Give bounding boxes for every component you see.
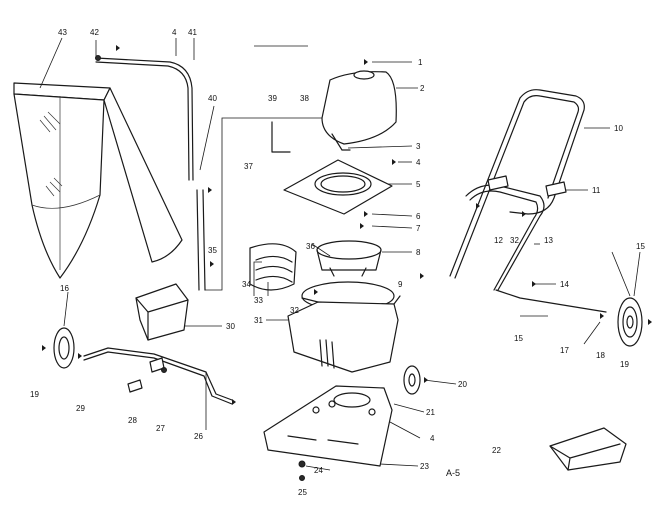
callout-4-top: 4 bbox=[172, 28, 177, 37]
callout-17: 17 bbox=[560, 346, 569, 355]
callout-19-left: 19 bbox=[30, 390, 39, 399]
callout-36: 36 bbox=[306, 242, 315, 251]
cutter-disc bbox=[316, 240, 382, 277]
callout-31: 31 bbox=[254, 316, 263, 325]
discharge-chute bbox=[135, 283, 189, 341]
bracket bbox=[271, 121, 291, 153]
callout-28: 28 bbox=[128, 416, 137, 425]
callout-42: 42 bbox=[90, 28, 99, 37]
callout-30: 30 bbox=[226, 322, 235, 331]
callout-15: 15 bbox=[514, 334, 523, 343]
callout-4: 4 bbox=[416, 158, 421, 167]
callout-19-right: 19 bbox=[620, 360, 629, 369]
callout-40: 40 bbox=[208, 94, 217, 103]
callout-37: 37 bbox=[244, 162, 253, 171]
impeller bbox=[249, 243, 297, 291]
hopper-cover bbox=[321, 70, 397, 151]
wheel-center bbox=[403, 365, 421, 395]
callout-1: 1 bbox=[418, 58, 423, 67]
callout-33: 33 bbox=[254, 296, 263, 305]
callout-labels: 1 2 3 4 5 6 7 8 9 10 11 12 32 13 14 15 1… bbox=[30, 28, 645, 497]
callout-34: 34 bbox=[242, 280, 251, 289]
callout-4-lower: 4 bbox=[430, 434, 435, 443]
callout-27: 27 bbox=[156, 424, 165, 433]
callout-41: 41 bbox=[188, 28, 197, 37]
callout-15-top: 15 bbox=[636, 242, 645, 251]
callout-16-left: 16 bbox=[60, 284, 69, 293]
callout-14: 14 bbox=[560, 280, 569, 289]
callout-22: 22 bbox=[492, 446, 501, 455]
callout-13: 13 bbox=[544, 236, 553, 245]
hardware-fasteners bbox=[42, 45, 652, 481]
callout-29: 29 bbox=[76, 404, 85, 413]
callout-5: 5 bbox=[416, 180, 421, 189]
callout-8: 8 bbox=[416, 248, 421, 257]
rear-axle bbox=[495, 289, 607, 313]
page-code: A-5 bbox=[446, 468, 460, 478]
callout-6: 6 bbox=[416, 212, 421, 221]
callout-35: 35 bbox=[208, 246, 217, 255]
callout-23: 23 bbox=[420, 462, 429, 471]
callout-20: 20 bbox=[458, 380, 467, 389]
wheel-left bbox=[53, 327, 75, 369]
leader-lines bbox=[39, 37, 641, 471]
callout-11: 11 bbox=[592, 186, 601, 195]
callout-32-handle: 32 bbox=[510, 236, 519, 245]
callout-3: 3 bbox=[416, 142, 421, 151]
callout-39: 39 bbox=[268, 94, 277, 103]
callout-38: 38 bbox=[300, 94, 309, 103]
callout-18: 18 bbox=[596, 351, 605, 360]
wheel-right bbox=[617, 297, 643, 347]
axle-bracket bbox=[127, 379, 143, 393]
base-deck bbox=[263, 385, 393, 467]
callout-24: 24 bbox=[314, 466, 323, 475]
callout-9: 9 bbox=[398, 280, 403, 289]
frame-tube bbox=[196, 117, 322, 291]
callout-10: 10 bbox=[614, 124, 623, 133]
handle-assembly bbox=[449, 89, 585, 291]
callout-43: 43 bbox=[58, 28, 67, 37]
collection-bag bbox=[13, 82, 183, 279]
callout-12: 12 bbox=[494, 236, 503, 245]
callout-32-housing: 32 bbox=[290, 306, 299, 315]
callout-26: 26 bbox=[194, 432, 203, 441]
deflector bbox=[549, 427, 627, 471]
callout-25: 25 bbox=[298, 488, 307, 497]
callout-7: 7 bbox=[416, 224, 421, 233]
front-axle bbox=[83, 347, 233, 401]
main-housing bbox=[287, 281, 401, 373]
callout-2: 2 bbox=[420, 84, 425, 93]
bag-frame-rod bbox=[95, 57, 194, 181]
callout-21: 21 bbox=[426, 408, 435, 417]
hopper-mount-plate bbox=[283, 159, 393, 215]
